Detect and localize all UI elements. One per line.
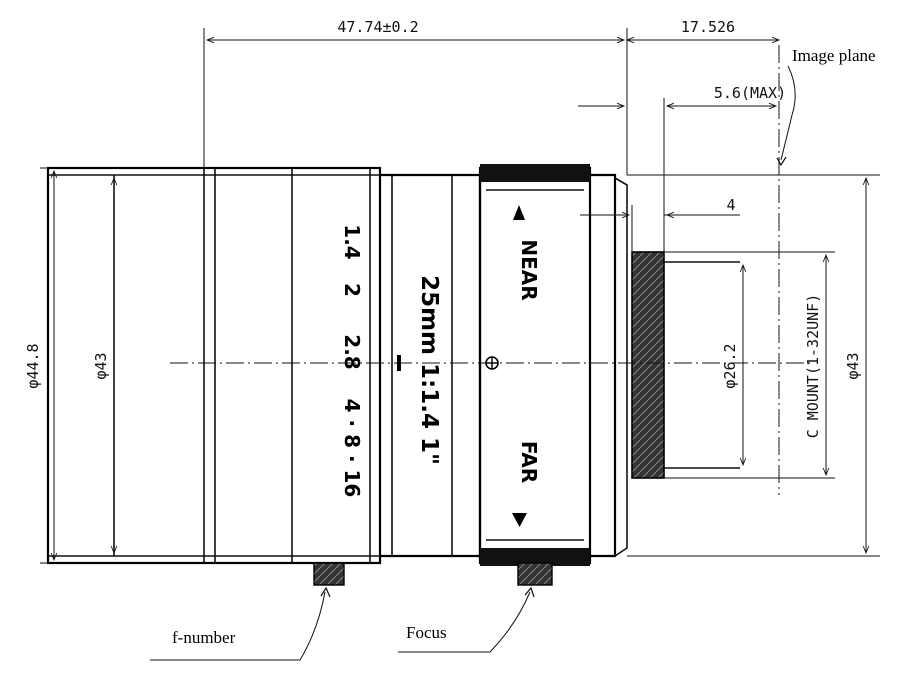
focus-label: Focus bbox=[406, 623, 447, 642]
front-barrel bbox=[46, 166, 382, 565]
dim-max-protrusion: 5.6(MAX) bbox=[578, 84, 786, 258]
far-arrow-icon bbox=[512, 513, 527, 527]
fnumber-mark-2: 2 bbox=[340, 283, 364, 297]
dim-mount-spec: C MOUNT(1-32UNF) bbox=[664, 251, 835, 479]
dim-mount-spec-text: C MOUNT(1-32UNF) bbox=[804, 294, 822, 439]
dim-outer-dia: φ44.8 bbox=[24, 167, 58, 564]
dim-rear-dia: φ43 bbox=[627, 174, 880, 557]
dim-rear-dia-text: φ43 bbox=[844, 352, 862, 379]
image-plane-label: Image plane bbox=[792, 46, 876, 65]
near-text: NEAR bbox=[517, 239, 541, 300]
lens-body bbox=[46, 164, 740, 566]
far-text: FAR bbox=[517, 441, 541, 483]
fnumber-label: f-number bbox=[172, 628, 236, 647]
dim-front-dia: φ43 bbox=[92, 176, 118, 555]
dim-thread-dia-text: φ26.2 bbox=[721, 343, 739, 388]
focus-callout: Focus bbox=[398, 586, 535, 653]
fnumber-lock-knob bbox=[313, 562, 345, 586]
near-arrow-icon bbox=[513, 205, 525, 220]
fnumber-callout: f-number bbox=[150, 586, 331, 661]
dim-max-protrusion-text: 5.6(MAX) bbox=[714, 84, 786, 102]
image-plane-callout: Image plane bbox=[776, 46, 876, 167]
dim-mount-section-text: 17.526 bbox=[681, 18, 735, 36]
focus-ring-top-knurl bbox=[480, 164, 590, 182]
focus-lock-knob bbox=[517, 562, 553, 586]
rear-collar bbox=[590, 173, 617, 558]
thread-extent-lines bbox=[664, 261, 740, 469]
rear-taper bbox=[614, 177, 628, 557]
dim-total-length-text: 47.74±0.2 bbox=[337, 18, 418, 36]
fnumber-mark-1: 1.4 bbox=[340, 224, 364, 259]
fnumber-mark-3: 2.8 bbox=[340, 334, 364, 369]
dim-thread-dia: φ26.2 bbox=[721, 263, 747, 467]
aperture-index-mark bbox=[397, 355, 401, 371]
focus-markings: NEAR FAR bbox=[512, 205, 541, 527]
fnumber-scale: 1.4 2 2.8 4 · 8 · 16 bbox=[340, 224, 364, 497]
dim-total-length: 47.74±0.2 bbox=[203, 18, 628, 175]
lens-spec-text: 25mm 1:1.4 1" bbox=[416, 275, 442, 465]
dim-outer-dia-text: φ44.8 bbox=[24, 343, 42, 388]
dim-thread-length-text: 4 bbox=[726, 196, 735, 214]
fnumber-mark-4: 4 · 8 · 16 bbox=[340, 399, 364, 498]
dim-thread-length: 4 bbox=[580, 196, 740, 255]
dim-mount-section: 17.526 bbox=[625, 18, 781, 44]
c-mount-thread bbox=[631, 251, 665, 479]
dim-front-dia-text: φ43 bbox=[92, 352, 110, 379]
focus-ring-bottom-knurl bbox=[480, 548, 590, 566]
